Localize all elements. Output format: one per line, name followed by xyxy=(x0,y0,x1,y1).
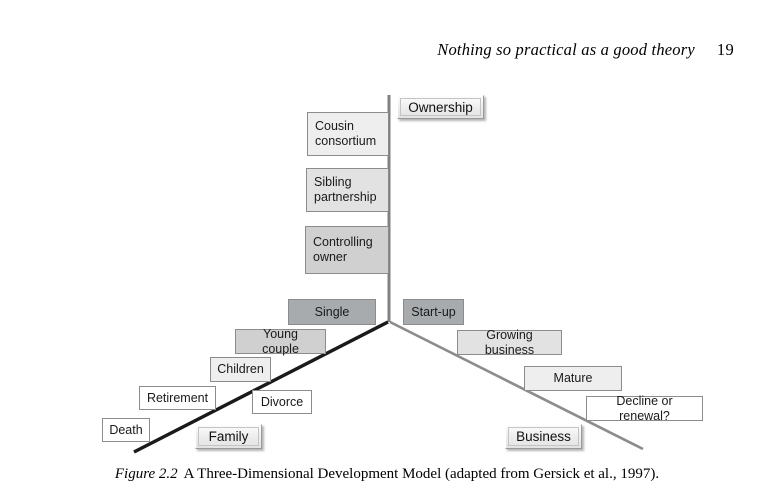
axis-title-ownership-label: Ownership xyxy=(400,98,481,116)
ownership-stage-controlling-owner-label: Controlling owner xyxy=(313,235,373,264)
business-stage-decline-or-renewal-label: Decline or renewal? xyxy=(616,393,673,423)
figure-caption-text: A Three-Dimensional Development Model (a… xyxy=(183,466,660,482)
family-stage-death[interactable]: Death xyxy=(102,418,150,442)
ownership-stage-sibling-partnership-label: Sibling partnership xyxy=(314,175,377,204)
family-stage-young-couple[interactable]: Young couple xyxy=(235,326,326,356)
family-stage-divorce[interactable]: Divorce xyxy=(252,390,312,414)
axis-title-family-label: Family xyxy=(198,427,259,446)
axis-title-business[interactable]: Business xyxy=(505,424,582,449)
ownership-stage-controlling-owner[interactable]: Controlling owner xyxy=(305,226,389,274)
family-axis-line xyxy=(133,320,389,454)
page-number: 19 xyxy=(716,40,734,59)
ownership-stage-cousin-consortium[interactable]: Cousin consortium xyxy=(307,112,389,156)
running-head: Nothing so practical as a good theory 19 xyxy=(0,40,734,60)
family-stage-children[interactable]: Children xyxy=(210,357,271,382)
axis-title-ownership[interactable]: Ownership xyxy=(397,95,484,119)
family-stage-death-label: Death xyxy=(109,422,143,437)
family-stage-children-label: Children xyxy=(217,362,264,376)
business-stage-start-up[interactable]: Start-up xyxy=(403,299,464,325)
family-stage-young-couple-label: Young couple xyxy=(262,326,299,356)
family-stage-retirement-label: Retirement xyxy=(146,390,209,405)
axis-title-family[interactable]: Family xyxy=(195,424,262,449)
family-stage-divorce-label: Divorce xyxy=(260,394,304,409)
axis-title-business-label: Business xyxy=(508,427,579,446)
ownership-stage-cousin-consortium-label: Cousin consortium xyxy=(315,119,377,148)
business-stage-start-up-label: Start-up xyxy=(411,304,456,319)
business-axis-line xyxy=(389,320,644,451)
business-stage-decline-or-renewal[interactable]: Decline or renewal? xyxy=(586,393,703,423)
figure-three-dimensional-development-model: Ownership Cousin consortium Sibling part… xyxy=(102,95,703,454)
axes-lines xyxy=(133,95,644,454)
figure-caption: Figure 2.2 A Three-Dimensional Developmen… xyxy=(0,466,774,483)
business-stage-mature-label: Mature xyxy=(553,371,593,385)
family-stage-single[interactable]: Single xyxy=(288,299,376,325)
figure-caption-label: Figure 2.2 xyxy=(114,466,178,482)
ownership-stage-sibling-partnership[interactable]: Sibling partnership xyxy=(306,168,389,212)
family-stage-retirement[interactable]: Retirement xyxy=(139,386,216,410)
family-stage-single-label: Single xyxy=(314,304,350,319)
business-stage-mature[interactable]: Mature xyxy=(524,366,622,391)
business-stage-growing-business-label: Growing business xyxy=(484,327,535,357)
running-head-title: Nothing so practical as a good theory xyxy=(437,40,695,59)
business-stage-growing-business[interactable]: Growing business xyxy=(457,327,562,357)
